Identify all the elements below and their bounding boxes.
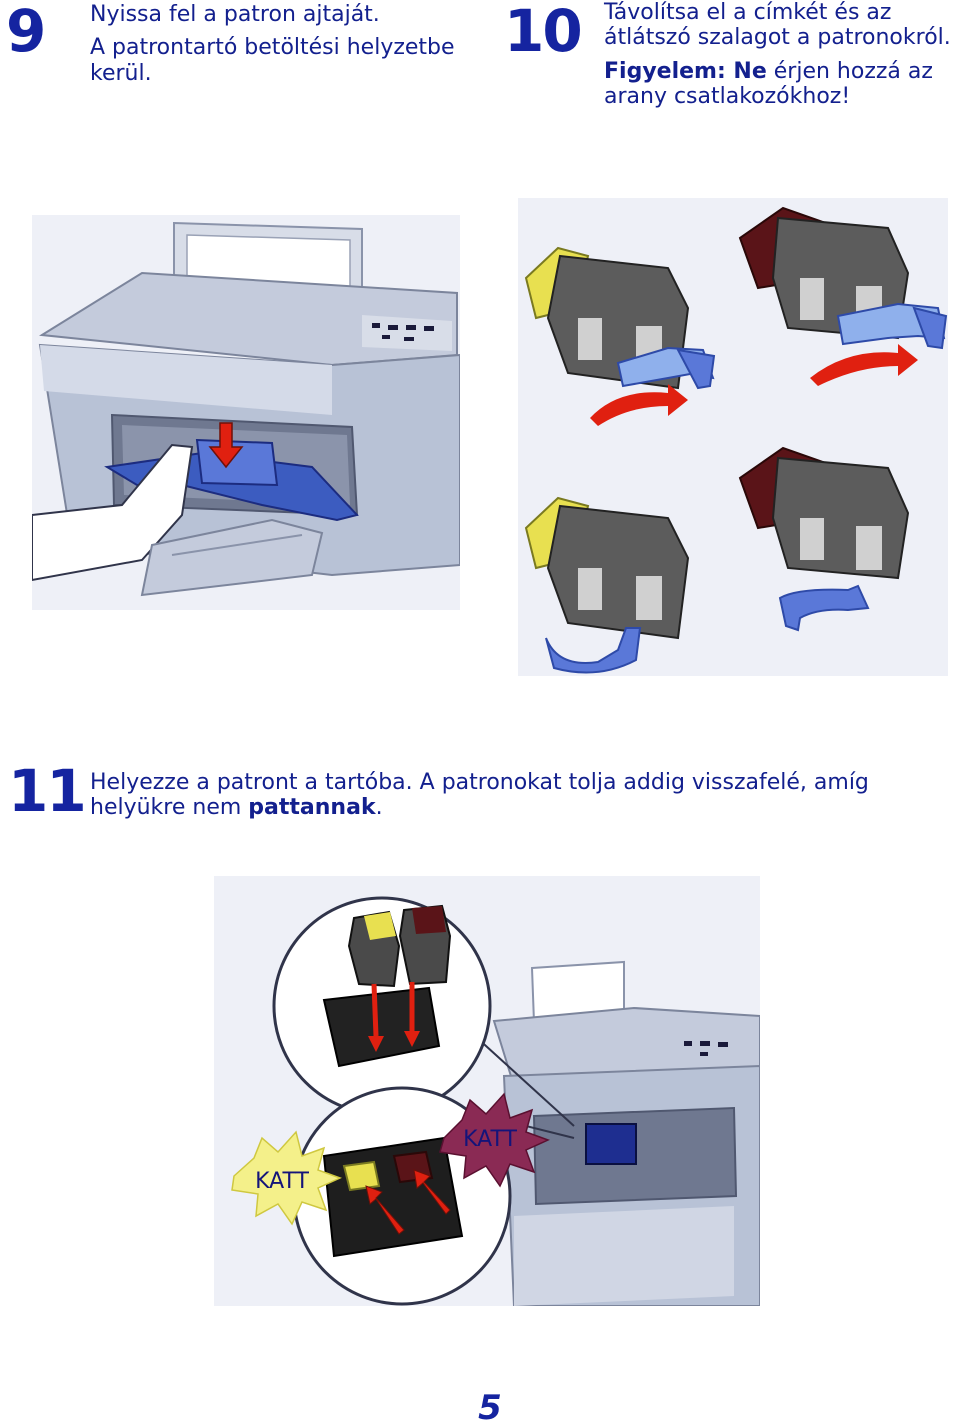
katt-label-left: KATT bbox=[255, 1169, 309, 1194]
figure-insert-cartridges: KATT KATT bbox=[214, 876, 760, 1306]
cartridges-above-carrier bbox=[322, 904, 452, 1068]
step-9-number: 9 bbox=[6, 0, 46, 65]
katt-label-right: KATT bbox=[463, 1127, 517, 1152]
step-11-number: 11 bbox=[8, 757, 87, 825]
cartridges-illustration bbox=[518, 198, 948, 676]
cartridges-in-carrier bbox=[322, 1136, 464, 1258]
black-cartridge-bottom bbox=[738, 446, 910, 632]
step-10-warning: Figyelem: Ne érjen hozzá az arany csatla… bbox=[604, 59, 954, 110]
color-cartridge-top bbox=[524, 246, 716, 390]
step-11-text: Helyezze a patront a tartóba. A patronok… bbox=[90, 770, 950, 829]
step-9-line-2: A patrontartó betöltési helyzetbe kerül. bbox=[90, 35, 455, 86]
step-11-text-end: . bbox=[375, 795, 383, 821]
printer-illustration bbox=[32, 215, 460, 610]
katt-burst-right bbox=[439, 1092, 550, 1188]
warning-text: érjen hozzá az arany csatlakozókhoz! bbox=[604, 58, 933, 109]
step-10-line-1: Távolítsa el a címkét és az átlátszó sza… bbox=[604, 0, 951, 51]
warning-label: Figyelem: Ne bbox=[604, 58, 767, 84]
katt-burst-left bbox=[231, 1130, 342, 1226]
step-11-line: Helyezze a patront a tartóba. A patronok… bbox=[90, 770, 950, 821]
black-cartridge-top bbox=[738, 206, 948, 350]
step-11-text-start: Helyezze a patront a tartóba. A patronok… bbox=[90, 770, 869, 821]
printer-cartridge-carrier bbox=[585, 1123, 637, 1165]
step-11-text-bold: pattannak bbox=[248, 795, 376, 821]
insert-illustration: KATT KATT bbox=[214, 876, 760, 1306]
step-9-line-1: Nyissa fel a patron ajtaját. bbox=[90, 2, 380, 27]
figure-remove-tape bbox=[518, 198, 948, 676]
figure-open-printer bbox=[32, 215, 460, 610]
step-10-text: Távolítsa el a címkét és az átlátszó sza… bbox=[604, 0, 954, 117]
color-cartridge-bottom bbox=[524, 496, 690, 674]
step-9-text: Nyissa fel a patron ajtaját. A patrontar… bbox=[90, 2, 490, 94]
page-number: 5 bbox=[478, 1388, 502, 1427]
step-10-number: 10 bbox=[504, 0, 583, 65]
